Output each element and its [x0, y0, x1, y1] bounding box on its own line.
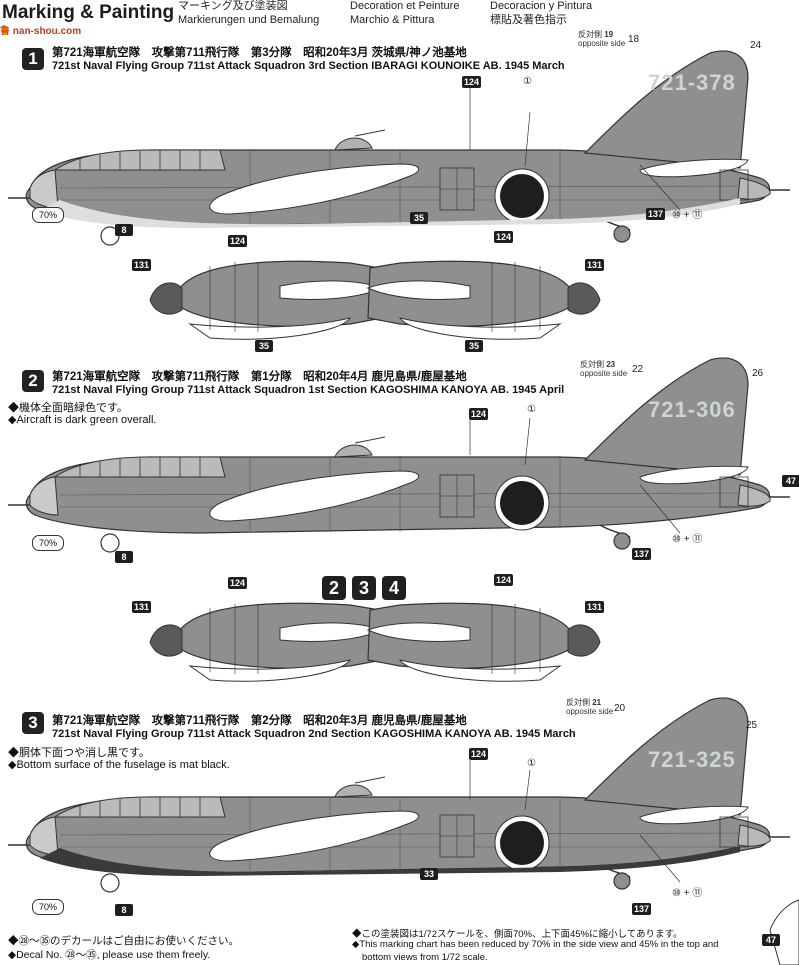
header-it: Marchio & Pittura [350, 14, 435, 26]
callout-124: 124 [469, 408, 489, 420]
callout-8: 8 [115, 224, 133, 236]
header-zh: 標貼及著色指示 [490, 14, 567, 26]
callout-137: 137 [646, 208, 666, 220]
header-de: Markierungen und Bemalung [178, 14, 320, 26]
header-jp: マーキング及び塗装図 [178, 0, 288, 12]
section-3-fin-num: 25 [746, 720, 758, 731]
callout-10-11: ⑩ + ⑪ [672, 210, 703, 221]
callout-131: 131 [585, 601, 605, 613]
callout-124: 124 [494, 231, 514, 243]
callout-124: 124 [469, 748, 489, 760]
section-1-tail-serial: 721-378 [648, 70, 736, 95]
header-fr: Decoration et Peinture [350, 0, 460, 12]
callout-124: 124 [228, 577, 248, 589]
callout-124: 124 [228, 235, 248, 247]
footer-note-left-jp: ◆㉘～㉟のデカールはご自由にお使いください。 [8, 935, 239, 947]
section-3-note-jp: ◆胴体下面つや消し黒です。 [8, 747, 150, 759]
section-3-tail-num: 20 [614, 703, 626, 714]
section-3-note-en: ◆Bottom surface of the fuselage is mat b… [8, 759, 230, 771]
callout-131: 131 [132, 601, 152, 613]
group-badge-2: 2 [322, 576, 346, 600]
section-1-title-jp: 第721海軍航空隊 攻撃第711飛行隊 第3分隊 昭和20年3月 茨城県/神ノ池… [52, 47, 467, 59]
footer-note-right-jp: ◆この塗装図は1/72スケールを、側面70%、上下面45%に縮小してあります。 [352, 929, 683, 940]
section-1-fin-num: 24 [750, 40, 762, 51]
callout-8: 8 [115, 551, 133, 563]
callout-8: 8 [115, 904, 133, 916]
section-2-number: 2 [22, 370, 44, 392]
callout-124: 124 [494, 574, 514, 586]
callout-10-11: ⑩ + ⑪ [672, 888, 703, 899]
section-2-tail-num: 22 [632, 364, 644, 375]
callout-1: ① [527, 758, 536, 769]
callout-137: 137 [632, 903, 652, 915]
callout-1: ① [523, 76, 532, 87]
scale-badge: 70% [32, 899, 64, 915]
section-2-note-jp: ◆機体全面暗緑色です。 [8, 402, 128, 414]
callout-137: 137 [632, 548, 652, 560]
section-2-title-en: 721st Naval Flying Group 711st Attack Sq… [52, 384, 565, 396]
group-badge-3: 3 [352, 576, 376, 600]
scale-badge: 70% [32, 535, 64, 551]
section-1-number: 1 [22, 48, 44, 70]
watermark: 鲁 nan-shou.com [0, 26, 82, 37]
brand-title: Marking & Painting [2, 2, 175, 23]
section-2-title-jp: 第721海軍航空隊 攻撃第711飛行隊 第1分隊 昭和20年4月 鹿児島県/鹿屋… [52, 371, 467, 383]
callout-1: ① [527, 404, 536, 415]
section-3-number: 3 [22, 712, 44, 734]
section-3-title-en: 721st Naval Flying Group 711st Attack Sq… [52, 728, 576, 740]
callout-131: 131 [132, 259, 152, 271]
callout-35: 35 [255, 340, 273, 352]
callout-47: 47 [762, 934, 780, 946]
section-3-tail-serial: 721-325 [648, 747, 736, 772]
group-badge-4: 4 [382, 576, 406, 600]
footer-note-right-en-1: ◆This marking chart has been reduced by … [352, 939, 719, 950]
section-1-title-en: 721st Naval Flying Group 711st Attack Sq… [52, 60, 565, 72]
section-2-tail-serial: 721-306 [648, 397, 736, 422]
footer-note-right-en-2: bottom views from 1/72 scale. [362, 952, 488, 963]
section-2-fin-num: 26 [752, 368, 764, 379]
section-3-title-jp: 第721海軍航空隊 攻撃第711飛行隊 第2分隊 昭和20年3月 鹿児島県/鹿屋… [52, 715, 467, 727]
scale-badge: 70% [32, 207, 64, 223]
header-es: Decoracion y Pintura [490, 0, 593, 12]
callout-131: 131 [585, 259, 605, 271]
callout-10-11: ⑩ + ⑪ [672, 534, 703, 545]
callout-35: 35 [410, 212, 428, 224]
footer-note-left-en: ◆Decal No. ㉘～㉟, please use them freely. [8, 949, 211, 961]
callout-35: 35 [465, 340, 483, 352]
callout-33: 33 [420, 868, 438, 880]
callout-47: 47 [782, 475, 799, 487]
section-2-note-en: ◆Aircraft is dark green overall. [8, 414, 157, 426]
section-1-tail-num: 18 [628, 34, 640, 45]
callout-124: 124 [462, 76, 482, 88]
